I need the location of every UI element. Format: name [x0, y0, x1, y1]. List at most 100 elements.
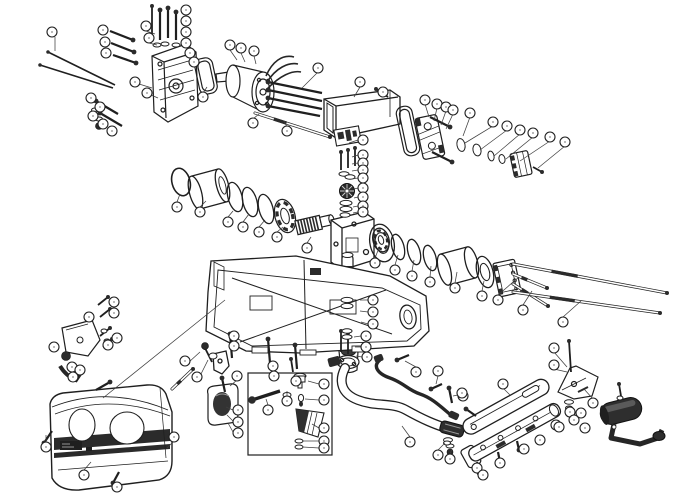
leader-line — [199, 200, 207, 208]
gearcase-assembly-shape — [160, 107, 166, 113]
motor-wires-shape — [266, 62, 299, 83]
engine-cover-shape — [159, 387, 167, 459]
balloon-illegible-number — [176, 206, 178, 208]
balloon-illegible-number — [553, 364, 555, 366]
balloon-illegible-number — [99, 106, 101, 108]
washer — [340, 302, 354, 310]
screw — [97, 296, 109, 306]
throttle-bracket-shape — [65, 323, 89, 331]
screw-head — [292, 342, 298, 348]
engine-cover-shape — [57, 460, 169, 471]
ring-inner — [479, 262, 491, 282]
washer — [100, 328, 108, 334]
engine-cover-shape — [51, 396, 169, 411]
rod-core — [254, 112, 331, 138]
screw-head — [46, 50, 50, 54]
chassis-frame-shape — [249, 295, 273, 311]
clutch-spacer-block — [509, 150, 533, 178]
leader-line — [240, 52, 246, 63]
upper-rail — [462, 378, 550, 435]
chassis-frame-shape — [231, 277, 393, 343]
screw-head — [107, 379, 113, 385]
screw-head — [133, 60, 139, 66]
balloon-illegible-number — [573, 419, 575, 421]
impeller-rotor-shape — [344, 188, 350, 194]
ring — [475, 255, 495, 289]
leader-line — [437, 442, 446, 451]
ring — [170, 167, 192, 197]
balloon-illegible-number — [102, 29, 104, 31]
crankcase-shape — [351, 221, 357, 227]
rod-thread — [549, 295, 575, 303]
screw — [39, 64, 114, 89]
balloon-illegible-number — [134, 81, 136, 83]
balloon-illegible-number — [539, 439, 541, 441]
leader-line — [479, 129, 508, 151]
leader-line — [276, 226, 284, 233]
screw-head — [265, 95, 271, 101]
washer — [340, 296, 354, 304]
balloon-illegible-number — [437, 370, 439, 372]
balloon-illegible-number — [461, 392, 463, 394]
screw-head — [106, 295, 110, 299]
leader-line — [497, 276, 520, 296]
balloon-illegible-number — [185, 42, 187, 44]
balloon-illegible-number — [411, 275, 413, 277]
screw-head — [463, 406, 469, 412]
roller-guide-assembly-shape-shape — [604, 400, 636, 413]
clutch-spacer-block-shape — [516, 151, 528, 177]
chassis-frame-shape — [299, 349, 317, 356]
washer — [208, 352, 218, 360]
balloon-illegible-number — [113, 312, 115, 314]
balloon-illegible-number — [415, 371, 417, 373]
balloon-illegible-number — [482, 474, 484, 476]
leader-line — [306, 236, 312, 244]
balloon-illegible-number — [429, 281, 431, 283]
tube-gasket-shape — [395, 105, 421, 157]
balloon-illegible-number — [71, 366, 73, 368]
screw — [568, 340, 572, 373]
screw-head — [265, 336, 271, 342]
leader-line — [307, 380, 320, 385]
leader-line — [464, 125, 494, 144]
screw-head — [353, 146, 357, 150]
screw-head — [449, 159, 455, 165]
balloon-illegible-number — [359, 81, 361, 83]
leader-line — [348, 139, 359, 144]
rings-layer — [170, 167, 495, 289]
screw — [112, 53, 137, 65]
chassis-frame-shape — [217, 358, 223, 364]
balloon-illegible-number — [116, 337, 118, 339]
chassis-frame-shape — [213, 269, 422, 347]
balloon-illegible-number — [362, 187, 364, 189]
chassis-frame-shape — [303, 259, 307, 350]
leader-line — [102, 299, 226, 399]
screw — [267, 104, 321, 118]
motor-wires-shape — [265, 55, 295, 77]
leader-line — [352, 205, 359, 208]
balloon-illegible-number — [499, 462, 501, 464]
throttle-cable-shape — [373, 354, 384, 363]
balloon-illegible-number — [452, 109, 454, 111]
leader-line — [83, 461, 92, 471]
screw-head — [346, 148, 350, 152]
balloon-illegible-number — [105, 52, 107, 54]
ring — [422, 244, 438, 272]
throttle-cable-shape — [374, 358, 454, 418]
cable-end-fitting — [327, 356, 341, 367]
piston-cylinder-shape — [190, 168, 228, 210]
cover-stripe-lower — [54, 444, 170, 458]
leader-line — [353, 335, 362, 338]
screw-head — [567, 339, 571, 343]
screw-head — [446, 385, 452, 391]
drive-tube — [323, 89, 401, 139]
motor-wires-shape — [267, 70, 302, 89]
boom-tube — [336, 363, 465, 438]
engine-cover — [49, 384, 173, 491]
balloon-illegible-number — [454, 287, 456, 289]
roller-guide-assembly — [599, 397, 666, 447]
balloon-illegible-number — [237, 409, 239, 411]
boom-clevis-shape — [439, 420, 465, 438]
screw — [251, 389, 281, 402]
leader-line — [258, 219, 266, 228]
